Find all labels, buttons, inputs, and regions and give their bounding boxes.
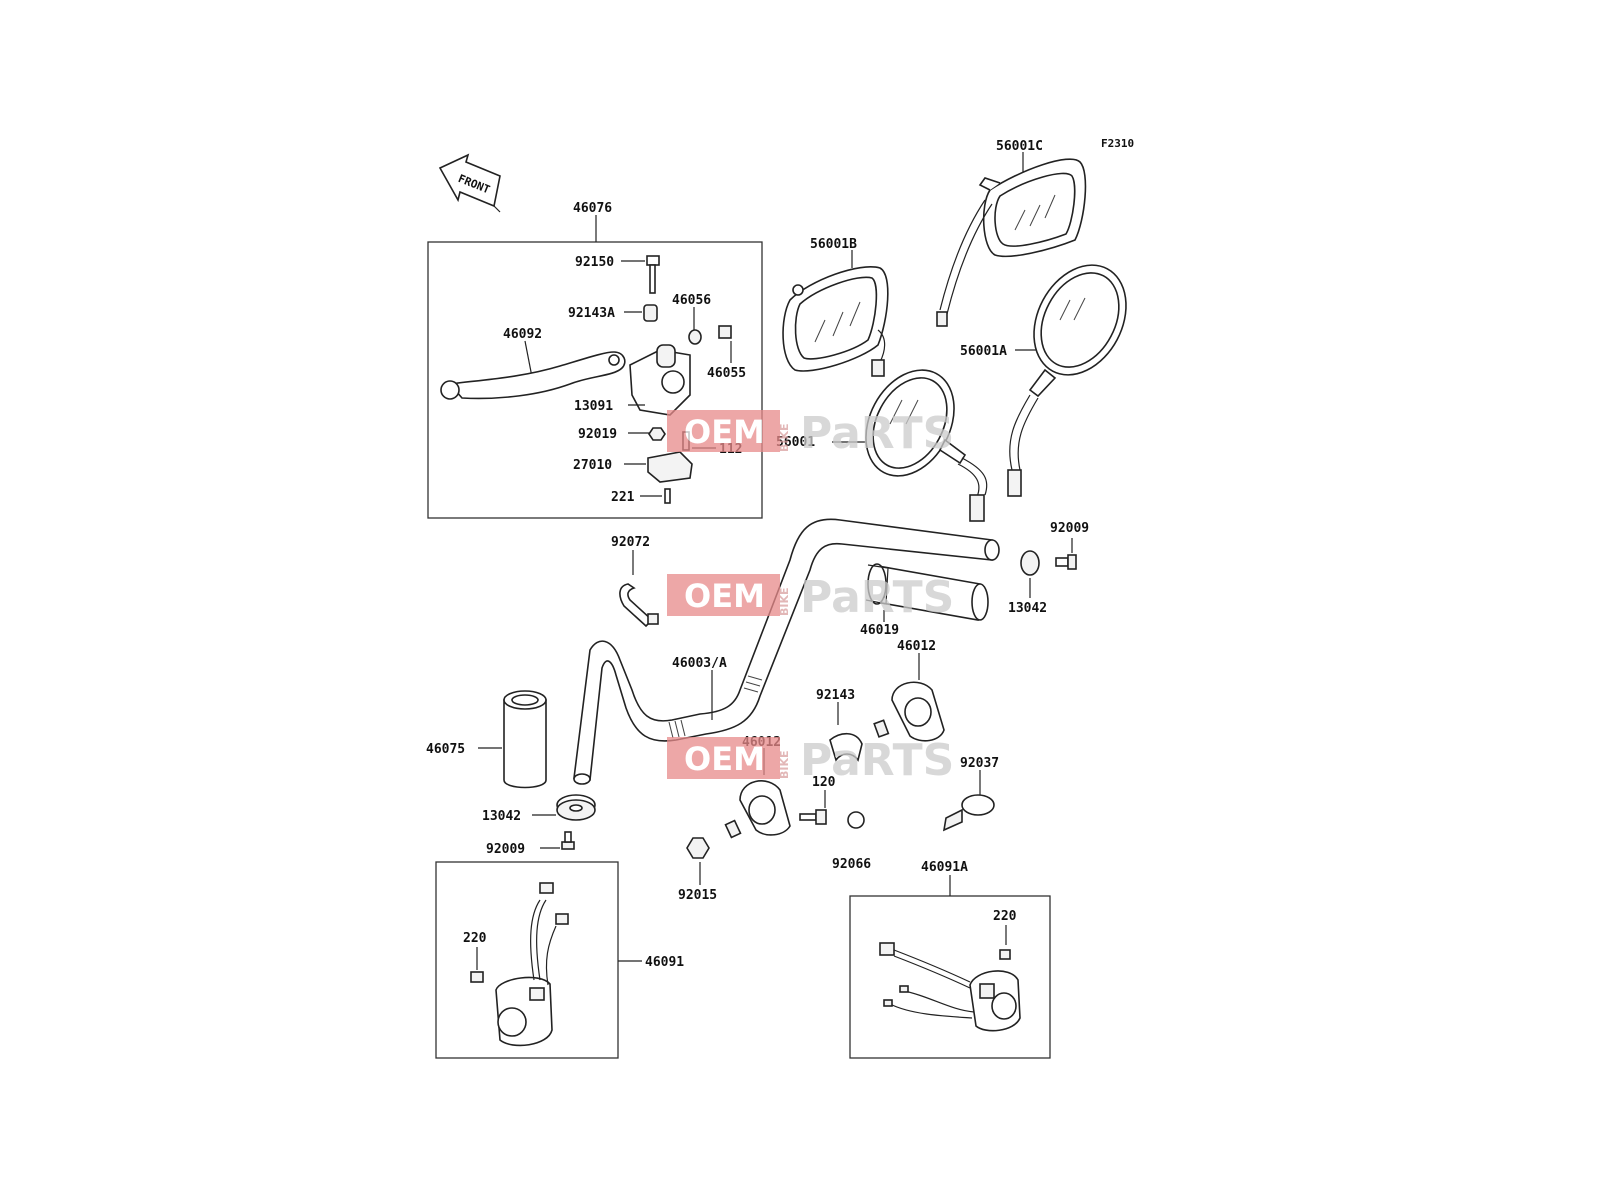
label-92019: 92019 — [578, 427, 617, 442]
diagram-code: F2310 — [1101, 137, 1134, 150]
front-arrow-icon: FRONT — [438, 153, 501, 213]
label-46075: 46075 — [426, 742, 465, 757]
bar-end-13042-right — [1020, 550, 1040, 576]
svg-text:PaRTS: PaRTS — [800, 408, 954, 459]
switch-27010 — [647, 451, 693, 483]
label-221: 221 — [611, 490, 635, 505]
svg-text:BIKE: BIKE — [778, 423, 791, 452]
bar-end-13042-left — [556, 794, 596, 821]
label-13091: 13091 — [574, 399, 613, 414]
mirror-56001a — [1007, 264, 1127, 497]
screw-46055 — [718, 325, 732, 339]
label-220-right: 220 — [993, 909, 1017, 924]
label-92009-left: 92009 — [486, 842, 525, 857]
label-92150: 92150 — [575, 255, 614, 270]
label-46092: 46092 — [503, 327, 542, 342]
screw-221 — [664, 488, 671, 504]
label-92015: 92015 — [678, 888, 717, 903]
label-46076: 46076 — [573, 201, 612, 216]
label-92143a: 92143A — [568, 306, 615, 321]
nut-92015 — [686, 837, 710, 859]
svg-text:PaRTS: PaRTS — [800, 572, 954, 623]
mirror-56001 — [865, 369, 988, 522]
lever-assembly-box — [427, 241, 763, 519]
label-46055: 46055 — [707, 366, 746, 381]
bolt-92150 — [646, 255, 660, 294]
label-92066: 92066 — [832, 857, 871, 872]
washer-46056 — [688, 329, 702, 345]
lever-46092 — [448, 351, 626, 400]
throttle-grip-46019 — [865, 563, 989, 621]
grip-46075 — [503, 690, 547, 789]
label-56001a: 56001A — [960, 344, 1007, 359]
label-46012-upper: 46012 — [897, 639, 936, 654]
svg-text:PaRTS: PaRTS — [800, 735, 954, 786]
screw-120 — [799, 809, 827, 825]
label-56001c: 56001C — [996, 139, 1043, 154]
label-46091: 46091 — [645, 955, 684, 970]
holder-46012-lower — [724, 780, 791, 839]
svg-text:OEM: OEM — [684, 413, 765, 451]
nut-92019 — [648, 427, 666, 441]
mirror-56001c — [936, 158, 1087, 327]
label-92009-right: 92009 — [1050, 521, 1089, 536]
svg-text:OEM: OEM — [684, 577, 765, 615]
label-120: 120 — [812, 775, 836, 790]
watermark-1: OEM BIKE PaRTS — [667, 408, 954, 459]
svg-text:BIKE: BIKE — [778, 587, 791, 616]
svg-text:OEM: OEM — [684, 740, 765, 778]
left-switch-46091 — [470, 882, 569, 1047]
collar-92143a — [643, 304, 658, 322]
label-92072: 92072 — [611, 535, 650, 550]
right-switch-box — [849, 895, 1051, 1059]
mirror-56001b — [782, 266, 889, 377]
label-13042-left: 13042 — [482, 809, 521, 824]
label-56001: 56001 — [776, 435, 815, 450]
collar-92143 — [829, 732, 863, 762]
screw-92009-right — [1055, 554, 1077, 570]
label-46003a: 46003/A — [672, 656, 727, 671]
label-92037: 92037 — [960, 756, 999, 771]
right-switch-46091a — [879, 942, 1021, 1032]
plug-92066 — [847, 811, 865, 829]
label-46091a: 46091A — [921, 860, 968, 875]
watermark-3: OEM BIKE PaRTS — [667, 735, 954, 786]
label-220-left: 220 — [463, 931, 487, 946]
band-92072 — [619, 583, 654, 628]
label-92143: 92143 — [816, 688, 855, 703]
clamp-92037 — [942, 794, 995, 832]
svg-text:BIKE: BIKE — [778, 750, 791, 779]
handlebar-46003a — [573, 518, 1000, 785]
watermark-2: OEM BIKE PaRTS — [667, 572, 954, 623]
left-switch-box — [435, 861, 619, 1059]
label-56001b: 56001B — [810, 237, 857, 252]
label-13042-right: 13042 — [1008, 601, 1047, 616]
label-46019: 46019 — [860, 623, 899, 638]
label-27010: 27010 — [573, 458, 612, 473]
screw-92009-left — [561, 831, 575, 850]
holder-46012-upper — [873, 681, 945, 742]
label-46056: 46056 — [672, 293, 711, 308]
